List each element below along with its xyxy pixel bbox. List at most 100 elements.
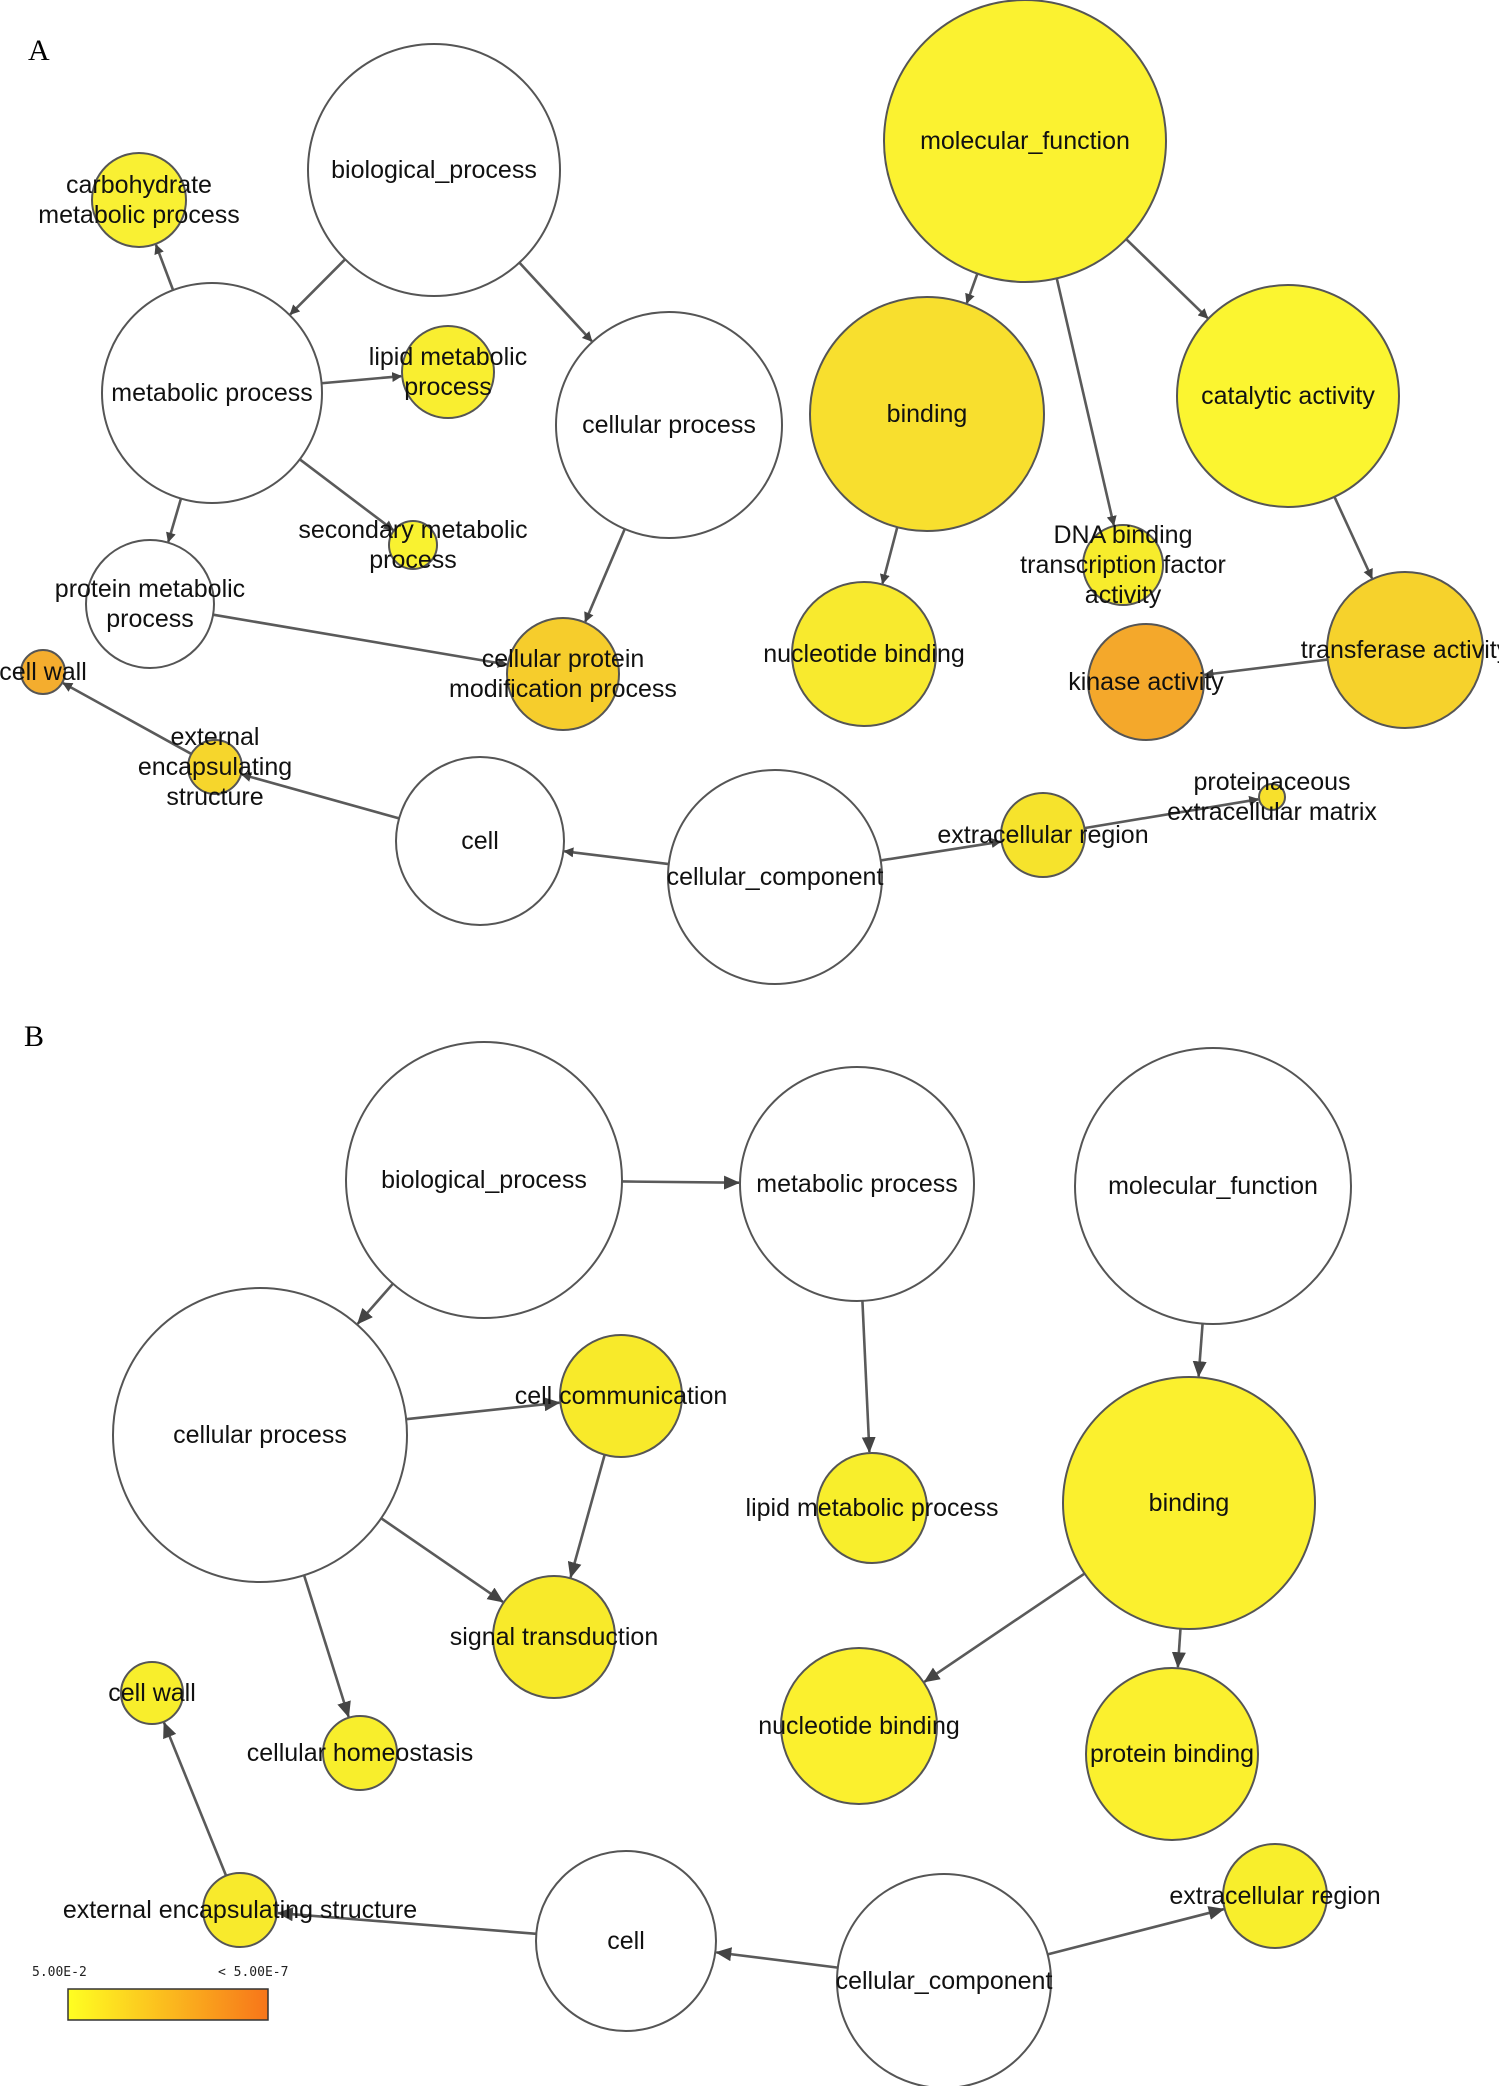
edge-a-cc-to-extreg — [880, 838, 1002, 862]
node-label-a-mf: molecular_function — [920, 127, 1130, 155]
node-label-a-cellproc: cellular process — [582, 411, 756, 439]
node-b-cellproc[interactable] — [112, 1287, 408, 1583]
edge-b-cc-to-cell — [715, 1947, 838, 1969]
node-b-met[interactable] — [739, 1066, 975, 1302]
node-a-cat[interactable] — [1176, 284, 1400, 508]
edge-b-mf-to-binding — [1192, 1323, 1207, 1378]
edge-a-mf-to-binding — [965, 273, 979, 304]
node-label-a-trans: transferase activity — [1301, 636, 1499, 664]
panel-b-edges — [162, 1175, 1225, 1969]
node-label-a-cell: cell — [461, 827, 499, 855]
edge-a-met-to-lipid — [321, 371, 403, 385]
node-a-trans[interactable] — [1326, 571, 1484, 729]
node-label-a-binding: binding — [887, 400, 968, 428]
node-b-ext[interactable] — [202, 1872, 278, 1948]
edge-a-cell-to-ext — [241, 772, 400, 820]
legend-color-bar — [67, 1988, 269, 2021]
node-label-a-cellwall: cell wall — [0, 658, 87, 686]
edge-a-met-to-protmet — [166, 498, 183, 543]
panel-a-edges — [62, 238, 1374, 866]
node-label-b-binding: binding — [1149, 1489, 1230, 1517]
color-legend: 5.00E-2 < 5.00E-7 — [32, 1965, 288, 2021]
edge-b-cell-to-ext — [276, 1907, 537, 1936]
node-b-extreg[interactable] — [1222, 1843, 1328, 1949]
panel-label-b: B — [24, 1020, 44, 1053]
edge-b-bp-to-cellproc — [356, 1282, 394, 1325]
node-label-a-nuc: nucleotide binding — [763, 640, 965, 668]
node-label-b-extreg: extracellular region — [1169, 1882, 1380, 1910]
node-label-a-met: metabolic process — [111, 379, 312, 407]
node-b-cellwall[interactable] — [120, 1661, 184, 1725]
node-b-comm[interactable] — [559, 1334, 683, 1458]
node-a-cpm[interactable] — [506, 617, 620, 731]
node-a-cell[interactable] — [395, 756, 565, 926]
node-label-b-lipid: lipid metabolic process — [746, 1494, 999, 1522]
node-label-a-cat: catalytic activity — [1201, 382, 1375, 410]
node-b-mf[interactable] — [1074, 1047, 1352, 1325]
node-label-b-cc: cellular_component — [836, 1967, 1053, 1995]
edge-b-met-to-lipid — [861, 1300, 876, 1454]
node-a-extreg[interactable] — [1000, 792, 1086, 878]
node-b-lipid[interactable] — [816, 1452, 928, 1564]
edge-b-cc-to-extreg — [1047, 1906, 1225, 1956]
node-label-b-mf: molecular_function — [1108, 1172, 1318, 1200]
node-label-b-cellwall: cell wall — [108, 1679, 196, 1707]
node-a-sec[interactable] — [388, 520, 438, 570]
node-label-b-nuc: nucleotide binding — [758, 1712, 960, 1740]
node-a-prot[interactable] — [1258, 783, 1286, 811]
node-label-b-protb: protein binding — [1090, 1740, 1254, 1768]
node-a-ext[interactable] — [187, 739, 243, 795]
edge-b-comm-to-sig — [567, 1454, 606, 1579]
edge-a-mf-to-cat — [1125, 238, 1209, 319]
node-a-carb[interactable] — [91, 152, 187, 248]
legend-right-label: < 5.00E-7 — [218, 1965, 288, 1980]
node-label-b-cell: cell — [607, 1927, 645, 1955]
edge-b-cellproc-to-homeo — [302, 1574, 351, 1718]
node-a-nuc[interactable] — [791, 581, 937, 727]
node-label-a-kin: kinase activity — [1068, 668, 1224, 696]
node-a-dna[interactable] — [1082, 524, 1164, 606]
node-label-b-ext: external encapsulating structure — [63, 1896, 417, 1924]
node-a-cc[interactable] — [667, 769, 883, 985]
node-b-cell[interactable] — [535, 1850, 717, 2032]
node-b-sig[interactable] — [492, 1575, 616, 1699]
edge-a-cat-to-trans — [1333, 496, 1374, 580]
edge-a-protmet-to-cpm — [212, 613, 508, 668]
edge-a-cellproc-to-cpm — [584, 528, 626, 623]
node-a-cellproc[interactable] — [555, 311, 783, 539]
edge-b-cellproc-to-comm — [406, 1397, 561, 1421]
panel-label-a: A — [28, 34, 50, 67]
node-a-protmet[interactable] — [85, 539, 215, 669]
node-a-binding[interactable] — [809, 296, 1045, 532]
node-a-mf[interactable] — [883, 0, 1167, 283]
edge-a-bp-to-met — [289, 258, 347, 316]
edge-a-bp-to-cellproc — [518, 261, 593, 343]
edge-a-mf-to-dna — [1055, 278, 1117, 527]
edge-b-bp-to-met — [621, 1175, 741, 1190]
edge-a-met-to-carb — [154, 243, 175, 291]
node-b-cc[interactable] — [836, 1873, 1052, 2086]
node-b-bp[interactable] — [345, 1041, 623, 1319]
node-b-nuc[interactable] — [780, 1647, 938, 1805]
edge-a-cc-to-cell — [563, 847, 669, 866]
node-b-binding[interactable] — [1062, 1376, 1316, 1630]
node-a-lipid[interactable] — [401, 325, 495, 419]
node-b-protb[interactable] — [1085, 1667, 1259, 1841]
node-a-bp[interactable] — [307, 43, 561, 297]
edge-a-trans-to-kin — [1203, 658, 1328, 679]
node-a-kin[interactable] — [1087, 623, 1205, 741]
node-a-met[interactable] — [101, 282, 323, 504]
edge-b-binding-to-nuc — [923, 1572, 1086, 1683]
edge-b-ext-to-cellwall — [162, 1721, 228, 1877]
node-label-a-cc: cellular_component — [667, 863, 884, 891]
node-label-b-homeo: cellular homeostasis — [247, 1739, 474, 1767]
node-b-homeo[interactable] — [322, 1715, 398, 1791]
node-a-cellwall[interactable] — [20, 649, 66, 695]
